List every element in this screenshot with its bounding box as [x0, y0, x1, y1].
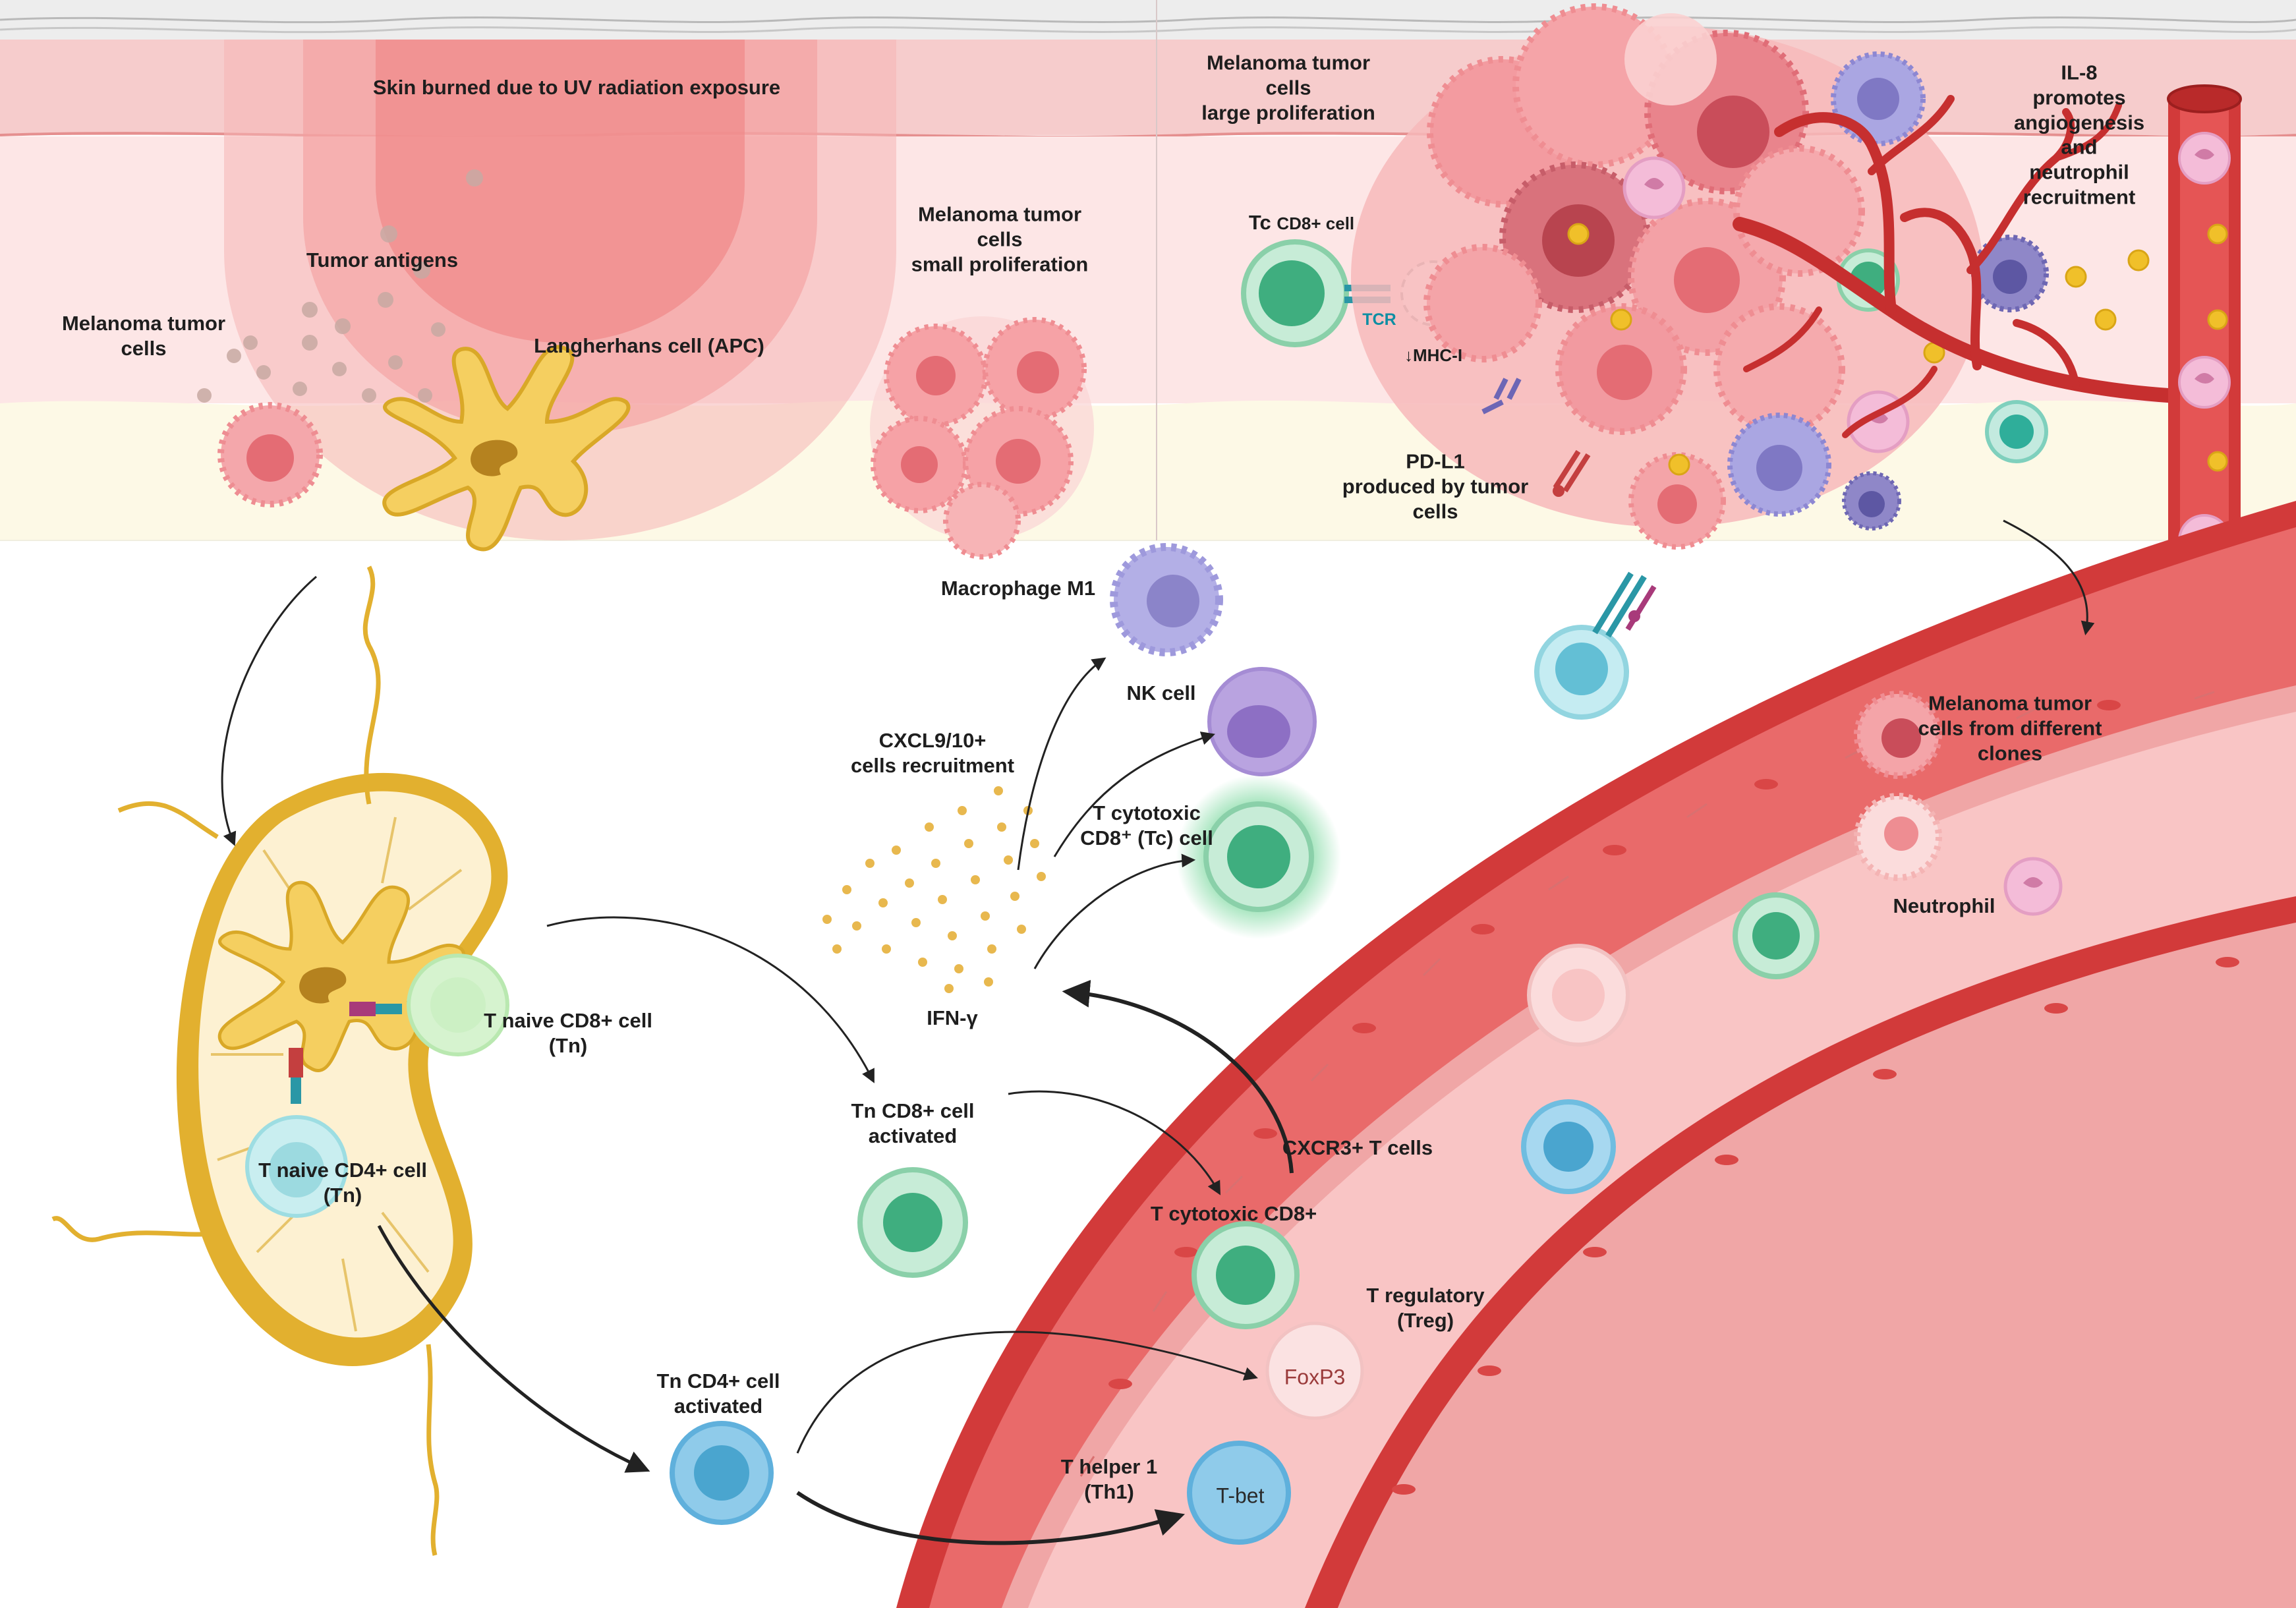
pathway-arrows: [221, 519, 2095, 1545]
melanoma-mass-large: [1351, 3, 2150, 550]
label-tbet: T-bet: [1216, 1483, 1265, 1508]
vertical-blood-vessel: [2167, 84, 2242, 600]
label-t-regulatory: T regulatory(Treg): [1366, 1284, 1485, 1332]
skin-surface: [0, 0, 2296, 40]
pdl1-receptors: [1481, 378, 1591, 497]
tn-cd4-activated-cell: [670, 1421, 774, 1525]
tn-cd8-activated-cell: [857, 1167, 968, 1278]
label-tcr: TCR: [1362, 310, 1396, 329]
lymph-apc: [217, 880, 465, 1104]
naive-cd8-cell: [407, 954, 509, 1056]
label-mhc: ↓MHC-I: [1404, 345, 1463, 366]
angiogenesis-vessels: [1733, 95, 2175, 438]
label-skin-burned: Skin burned due to UV radiation exposure: [372, 76, 781, 100]
t-cell-pdl1-bound: [1534, 571, 1657, 720]
naive-cd4-cell: [245, 1115, 348, 1218]
ifn-gamma-particles: [822, 786, 1046, 993]
label-t-helper: T helper 1(Th1): [1060, 1455, 1158, 1503]
label-cxcl: CXCL9/10+cells recruitment: [850, 729, 1015, 777]
label-ifn-gamma: IFN-γ: [927, 1006, 978, 1030]
label-neutrophil: Neutrophil: [1893, 894, 1995, 918]
label-t-cytotoxic-cd8: T cytotoxic CD8+: [1150, 1202, 1317, 1226]
langerhans-cell: [382, 345, 631, 552]
melanoma-cell-left: [217, 402, 323, 507]
melanoma-cluster-small: [870, 316, 1094, 560]
label-nk-cell: NK cell: [1126, 681, 1196, 705]
label-cxcr3: CXCR3+ T cells: [1282, 1136, 1433, 1160]
label-t-naive-cd4: T naive CD4+ cell(Tn): [258, 1159, 427, 1207]
macrophage-m1: [1110, 543, 1223, 656]
t-cytotoxic-glow-cell: [1176, 774, 1341, 939]
label-macrophage: Macrophage M1: [940, 577, 1096, 600]
label-langerhans: Langherhans cell (APC): [534, 334, 764, 358]
label-tc-cd8: Tc CD8+ cell: [1248, 211, 1355, 235]
label-foxp3: FoxP3: [1284, 1365, 1346, 1389]
vessel-lumen-cells: [1187, 691, 2063, 1545]
label-tumor-antigens: Tumor antigens: [306, 248, 459, 272]
lymph-node: [51, 565, 508, 1556]
nk-cell: [1207, 667, 1317, 776]
label-t-naive-cd8: T naive CD8+ cell(Tn): [484, 1009, 652, 1057]
